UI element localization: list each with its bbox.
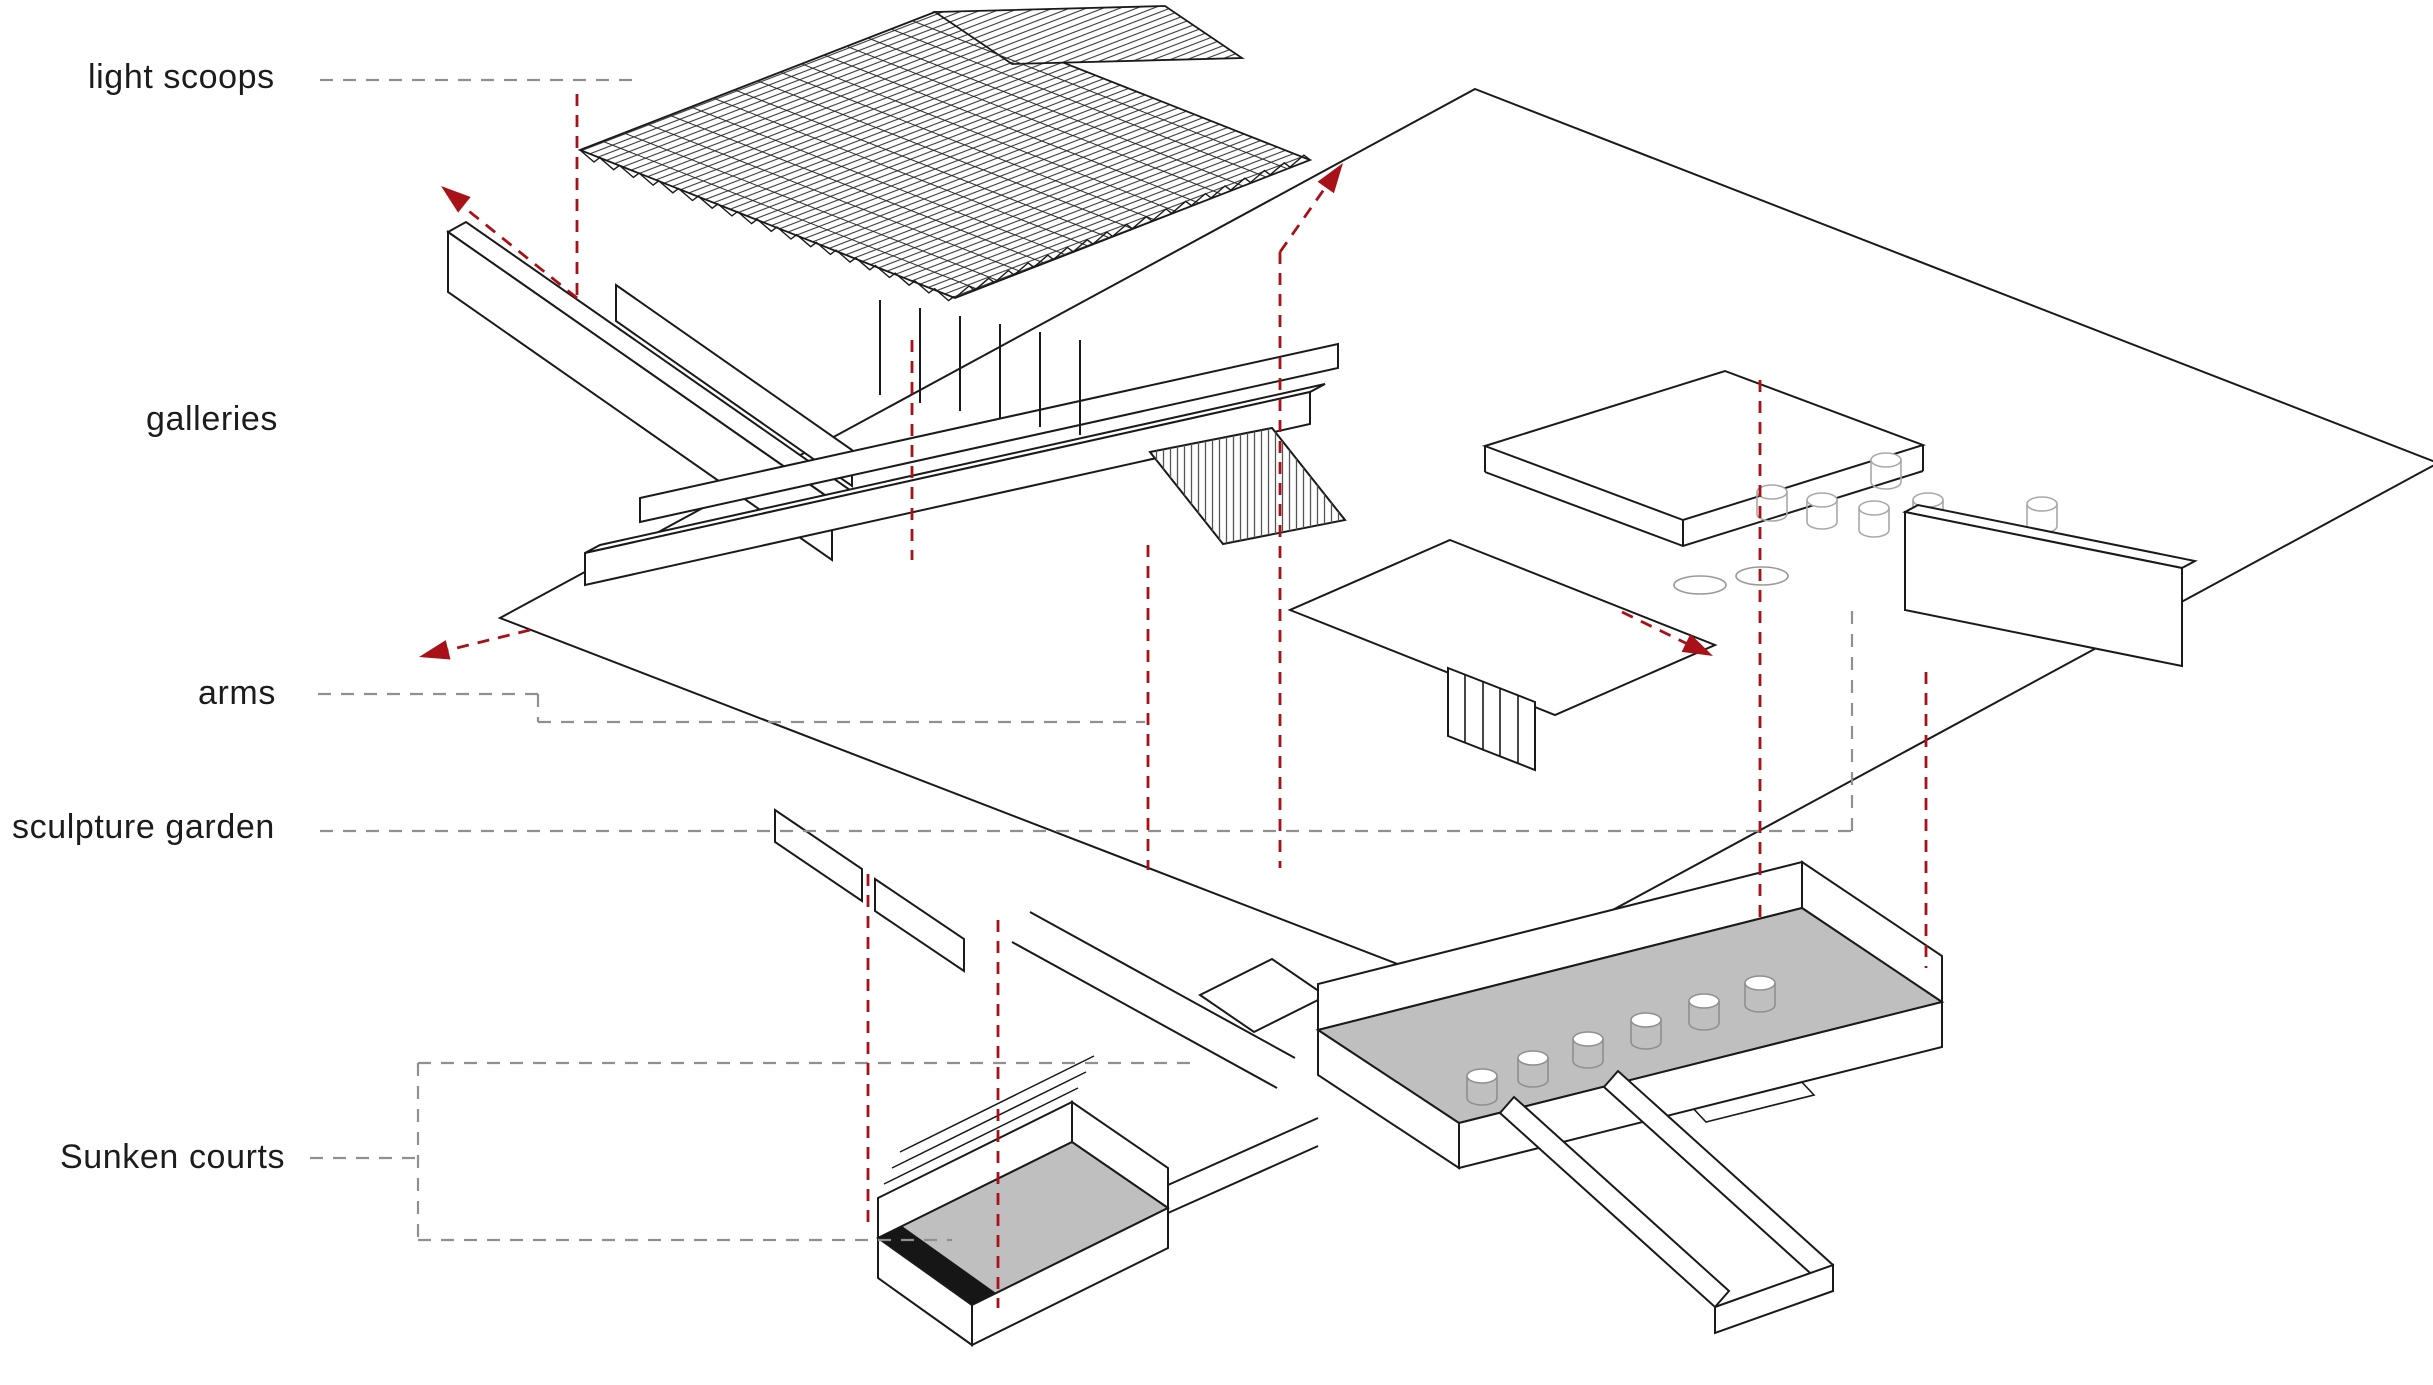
sunken-ramp-lines — [883, 1055, 1095, 1185]
roof-plane-layer — [497, 87, 2433, 992]
label-galleries: galleries — [146, 400, 279, 438]
sunken-courts-layer — [876, 860, 1945, 1347]
label-sculpture-garden: sculpture garden — [12, 808, 275, 846]
red-diagonal-upper-left — [454, 198, 578, 300]
sunken-court-left — [876, 1055, 1170, 1347]
label-sunken-courts: Sunken courts — [60, 1138, 286, 1176]
mid-wall-1 — [774, 808, 863, 903]
leader-lines — [310, 78, 1854, 1242]
red-arrowhead-upper-right — [1317, 163, 1343, 194]
leader-sculpture-garden — [320, 608, 1854, 833]
leader-sunken-courts — [310, 1061, 1200, 1242]
roof-plane-sculptures — [1673, 452, 2058, 595]
galleries-layer — [446, 220, 2198, 772]
light-scoop-sawtooth-right — [954, 154, 1311, 299]
gallery-panel-right — [1904, 510, 2183, 668]
gallery-slat-wall — [1447, 666, 1536, 772]
red-arrowheads — [419, 163, 1713, 660]
gallery-wall-back — [615, 283, 853, 488]
mid-wall-2 — [874, 877, 965, 973]
roof-posts — [879, 300, 1081, 435]
label-light-scoops: light scoops — [88, 58, 275, 96]
gallery-bar-front-wall — [584, 390, 1311, 587]
court-connection-walls — [1167, 1117, 1319, 1214]
label-arms: arms — [198, 674, 276, 712]
red-arrowhead-mid-right — [1681, 633, 1713, 656]
light-scoop-sawtooth-left — [579, 149, 955, 302]
leader-arms — [318, 692, 1145, 724]
red-diagonal-upper-right — [1278, 177, 1334, 253]
gallery-stair-wall — [1148, 426, 1347, 546]
gallery-wall-left-cap — [446, 220, 852, 502]
sunken-court-arm — [1498, 1069, 1835, 1335]
light-scoops-layer — [577, 5, 1313, 302]
gallery-canopy — [1287, 538, 1718, 717]
red-arrowhead-upper-left — [441, 186, 471, 213]
sunken-stair-dark — [878, 1226, 996, 1305]
corridor-walls — [1011, 911, 1296, 1089]
roof-courtyard-hole — [1481, 369, 1927, 548]
red-diagonal-mid-left — [431, 628, 531, 656]
light-scoop-ribs — [601, 20, 1289, 290]
mid-walls-layer — [774, 808, 1328, 1089]
gallery-bar-back-wall — [639, 342, 1339, 524]
red-arrowhead-mid-left — [419, 640, 451, 660]
sunken-court-right — [1315, 860, 1945, 1170]
corridor-junction — [1198, 957, 1328, 1034]
